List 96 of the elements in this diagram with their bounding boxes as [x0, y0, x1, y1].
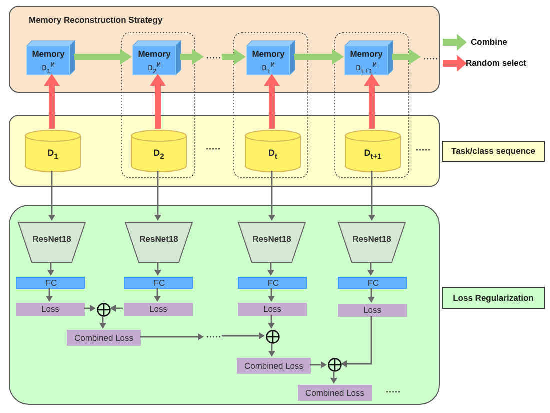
network-label: ResNet18: [352, 235, 392, 244]
dataset-cylinder: [131, 130, 187, 172]
arrow: [154, 262, 162, 276]
legend-label: Combine: [471, 38, 508, 46]
loss-bar: [237, 358, 311, 374]
arrow: [364, 74, 380, 129]
ellipsis-dots: ·····: [386, 388, 401, 397]
fc-layer-bar: [124, 277, 193, 289]
memory-cube: [27, 41, 75, 75]
arrow: [368, 171, 376, 221]
dataset-label: D$_{t}$: [268, 149, 278, 160]
cube-label: Memory: [31, 50, 66, 58]
arrow: [222, 49, 246, 65]
section-label-box: [442, 141, 545, 162]
arrow: [368, 262, 374, 276]
network-label: ResNet18: [252, 235, 292, 244]
layer-label: FC: [44, 278, 58, 287]
ellipsis-dots: ·····: [206, 145, 221, 154]
loss-bar: [298, 385, 372, 401]
layer-label: FC: [152, 278, 166, 287]
network-trapezoid: [338, 222, 406, 263]
cube-label: Memory: [251, 50, 286, 58]
arrow: [154, 171, 162, 221]
memory-cube: [345, 41, 393, 75]
dataset-label: D$_{2}$: [152, 149, 166, 160]
arrow: [341, 316, 372, 368]
layer-label: FC: [266, 278, 280, 287]
arrow: [222, 332, 265, 340]
arrow: [264, 74, 280, 129]
arrow: [48, 171, 56, 221]
arrow: [154, 288, 161, 302]
panel-title: Memory Reconstruction Strategy: [29, 16, 163, 24]
network-trapezoid: [18, 222, 86, 263]
ellipsis-dots: ·····: [416, 146, 431, 155]
loss-bar: [338, 304, 407, 317]
network-trapezoid: [238, 222, 306, 263]
layer-label: FC: [366, 278, 380, 287]
sum-circle: [266, 330, 280, 344]
arrow: [74, 49, 132, 65]
dataset-label: D$_{t+1}$: [363, 149, 383, 160]
dataset-cylinder: [345, 130, 401, 172]
cube-label: Memory: [349, 50, 384, 58]
dataset-cylinder: [245, 130, 301, 172]
section-label: Loss Regularization: [452, 294, 535, 302]
memory-cube: [247, 41, 295, 75]
arrow: [330, 371, 338, 384]
arrow: [140, 334, 204, 340]
arrow: [392, 49, 421, 65]
arrow: [48, 262, 54, 276]
arrow: [310, 362, 327, 368]
loss-label: Loss: [262, 305, 282, 314]
loss-bar: [124, 303, 193, 316]
loss-label: Combined Loss: [243, 362, 305, 370]
network-trapezoid: [125, 222, 193, 263]
loss-label: Loss: [362, 306, 382, 314]
arrow: [84, 305, 96, 312]
arrow: [268, 262, 274, 276]
arrow: [150, 74, 166, 129]
arrow: [180, 49, 204, 65]
dataset-label: D$_{1}$: [46, 149, 60, 160]
loss-label: Loss: [40, 305, 60, 314]
loss-bar: [67, 330, 141, 346]
dataset-cylinder: [25, 130, 81, 172]
loss-bar: [16, 303, 85, 316]
panel-background: [9, 205, 440, 405]
sum-circle: [97, 303, 111, 317]
network-label: ResNet18: [138, 235, 180, 244]
memory-cube: [133, 41, 181, 75]
arrow: [100, 316, 106, 329]
fc-layer-bar: [338, 277, 407, 289]
loss-label: Loss: [148, 305, 168, 314]
arrow: [368, 288, 375, 303]
sum-circle: [328, 358, 342, 372]
ellipsis-dots: ·····: [205, 331, 223, 343]
fc-layer-bar: [238, 277, 307, 289]
ellipsis-dots: ·····: [205, 52, 223, 64]
arrow: [268, 343, 276, 357]
cube-label: Memory: [137, 50, 172, 58]
ellipsis-dots: ·····: [422, 53, 440, 65]
fc-layer-bar: [16, 277, 85, 289]
arrow: [44, 74, 60, 129]
legend-label: Random select: [466, 59, 526, 68]
arrow: [110, 305, 123, 312]
panel-background: [9, 115, 440, 187]
loss-bar: [238, 303, 307, 316]
arrow: [294, 49, 344, 65]
network-label: ResNet18: [32, 235, 72, 244]
arrow: [46, 288, 53, 302]
arrow: [268, 288, 275, 302]
panel-background: [9, 6, 440, 93]
loss-label: Combined Loss: [73, 334, 135, 342]
section-label: Task/class sequence: [450, 147, 536, 156]
loss-label: Combined Loss: [304, 388, 366, 397]
arrow: [268, 171, 276, 221]
arrow: [268, 315, 275, 329]
section-label-box: [442, 287, 545, 309]
